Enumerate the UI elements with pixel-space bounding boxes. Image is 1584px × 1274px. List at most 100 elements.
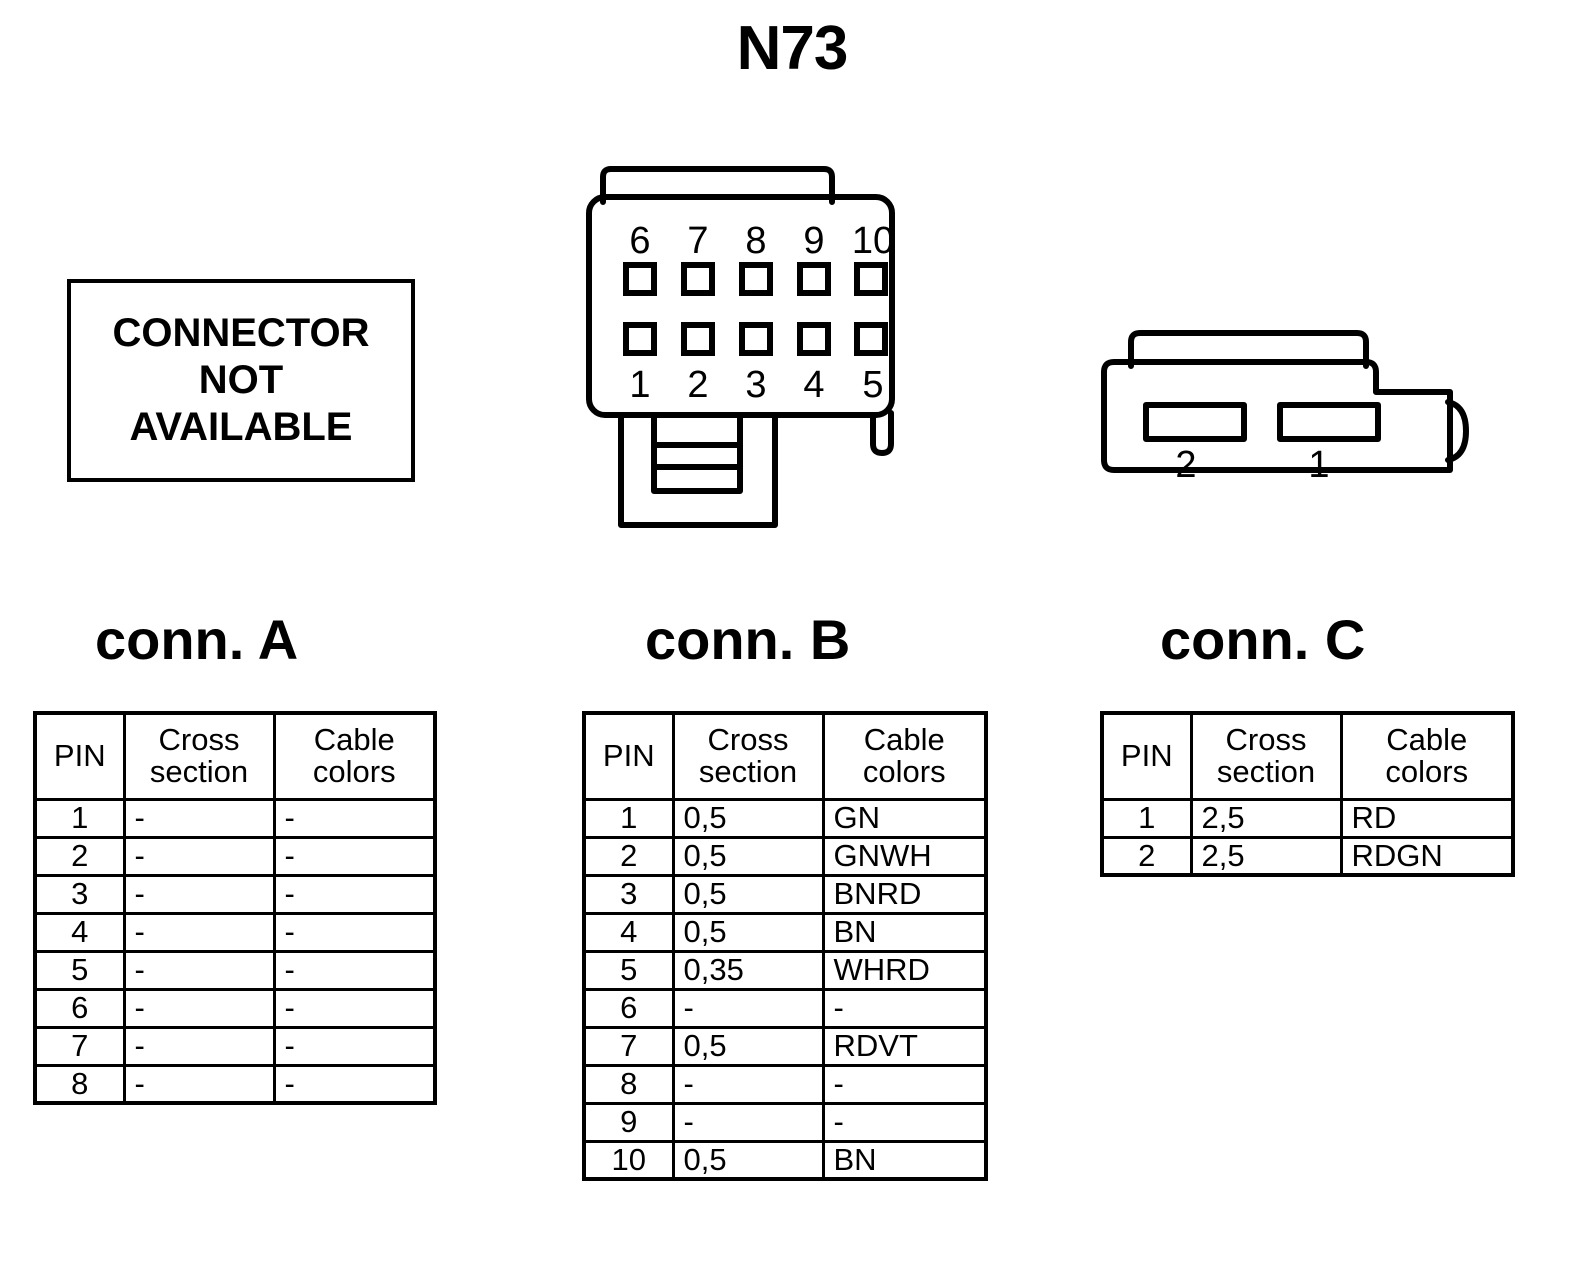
table-header-row: PIN Cross section Cable colors <box>33 711 437 801</box>
cell-cross-section: - <box>122 949 276 991</box>
connector-b-pin-7 <box>681 262 715 296</box>
table-row: 6-- <box>582 987 988 1029</box>
connector-c-side-bump <box>1445 399 1469 463</box>
cell-pin: 10 <box>582 1139 675 1181</box>
cell-pin: 7 <box>33 1025 126 1067</box>
conn-a-table-body: 1--2--3--4--5--6--7--8-- <box>33 797 437 1105</box>
header-cable-colors: Cable colors <box>1339 711 1515 801</box>
cell-cable-colors: WHRD <box>821 949 988 991</box>
conn-c-heading: conn. C <box>1160 608 1366 671</box>
cell-pin: 6 <box>582 987 675 1029</box>
table-header-row: PIN Cross section Cable colors <box>1100 711 1515 801</box>
connector-b-label-3: 3 <box>745 364 766 406</box>
connector-b-pin-5 <box>854 322 888 356</box>
header-cross-section-line1: Cross <box>158 722 240 758</box>
connector-b-bottom-shroud <box>618 412 778 528</box>
header-cable-colors-line1: Cable <box>1386 722 1468 758</box>
connector-b-side-latch <box>870 410 894 456</box>
connector-b-rib-block <box>651 412 743 494</box>
cell-cross-section: - <box>122 797 276 839</box>
header-cable-colors-line2: colors <box>312 754 396 790</box>
cell-pin: 2 <box>582 835 675 877</box>
connector-b-pin-2 <box>681 322 715 356</box>
header-cross-section: Cross section <box>122 711 276 801</box>
cell-cable-colors: - <box>821 987 988 1029</box>
cell-cross-section: 0,5 <box>671 1139 825 1181</box>
cell-cable-colors: - <box>272 1025 437 1067</box>
connector-c-terminal-1 <box>1277 402 1381 442</box>
connector-b-label-7: 7 <box>687 220 708 262</box>
cell-cable-colors: BNRD <box>821 873 988 915</box>
header-cross-section-line2: section <box>149 754 249 790</box>
cell-cross-section: 2,5 <box>1189 797 1343 839</box>
cell-cross-section: - <box>122 1063 276 1105</box>
cell-pin: 8 <box>582 1063 675 1105</box>
header-cross-section: Cross section <box>671 711 825 801</box>
connector-b-diagram: 6 7 8 9 10 1 2 3 4 5 <box>585 155 965 545</box>
connector-b-pin-row-bottom <box>623 322 888 356</box>
connector-c-label-1: 1 <box>1308 444 1329 486</box>
cell-pin: 1 <box>33 797 126 839</box>
cell-cable-colors: - <box>821 1101 988 1143</box>
connector-b-pin-6 <box>623 262 657 296</box>
header-cable-colors: Cable colors <box>821 711 988 801</box>
header-cable-colors-line1: Cable <box>863 722 945 758</box>
cell-pin: 3 <box>582 873 675 915</box>
page-title: N73 <box>736 14 849 83</box>
cell-cable-colors: GN <box>821 797 988 839</box>
connector-b-label-10: 10 <box>852 220 894 262</box>
connector-c-body <box>1101 359 1453 473</box>
connector-not-available-line-2: NOT <box>198 357 284 402</box>
connector-not-available-line-1: CONNECTOR <box>112 310 370 355</box>
cell-cable-colors: - <box>272 835 437 877</box>
cell-cross-section: - <box>671 1063 825 1105</box>
table-row: 3-- <box>33 873 437 915</box>
cell-pin: 9 <box>582 1101 675 1143</box>
header-cable-colors-line2: colors <box>1385 754 1469 790</box>
cell-cable-colors: - <box>272 873 437 915</box>
cell-pin: 2 <box>33 835 126 877</box>
connector-b-pin-row-top <box>623 262 888 296</box>
header-pin: PIN <box>1100 711 1193 801</box>
connector-b-label-1: 1 <box>629 364 650 406</box>
connector-not-available-box: CONNECTOR NOT AVAILABLE <box>67 279 415 482</box>
connector-b-label-8: 8 <box>745 220 766 262</box>
cell-cable-colors: RDGN <box>1339 835 1515 877</box>
cell-cable-colors: RDVT <box>821 1025 988 1067</box>
cell-cable-colors: RD <box>1339 797 1515 839</box>
cell-pin: 1 <box>1100 797 1193 839</box>
cell-cable-colors: - <box>272 797 437 839</box>
header-cross-section-line1: Cross <box>1225 722 1307 758</box>
table-row: 7-- <box>33 1025 437 1067</box>
connector-c-rear-shell <box>1128 330 1369 369</box>
connector-b-pin-1 <box>623 322 657 356</box>
cell-cross-section: 2,5 <box>1189 835 1343 877</box>
table-row: 1-- <box>33 797 437 839</box>
cell-cable-colors: GNWH <box>821 835 988 877</box>
table-row: 4-- <box>33 911 437 953</box>
conn-b-heading: conn. B <box>645 608 851 671</box>
header-cable-colors-line1: Cable <box>313 722 395 758</box>
header-cross-section: Cross section <box>1189 711 1343 801</box>
cell-pin: 1 <box>582 797 675 839</box>
cell-cable-colors: - <box>272 949 437 991</box>
cell-cable-colors: BN <box>821 1139 988 1181</box>
connector-b-rear-shell <box>600 166 835 205</box>
cell-cable-colors: - <box>272 1063 437 1105</box>
cell-pin: 8 <box>33 1063 126 1105</box>
cell-cross-section: 0,5 <box>671 835 825 877</box>
connector-not-available-line-3: AVAILABLE <box>129 405 353 450</box>
cell-cross-section: - <box>122 987 276 1029</box>
header-pin: PIN <box>33 711 126 801</box>
cell-cross-section: - <box>122 835 276 877</box>
cell-cross-section: - <box>122 873 276 915</box>
header-cable-colors-line2: colors <box>862 754 946 790</box>
header-pin: PIN <box>582 711 675 801</box>
